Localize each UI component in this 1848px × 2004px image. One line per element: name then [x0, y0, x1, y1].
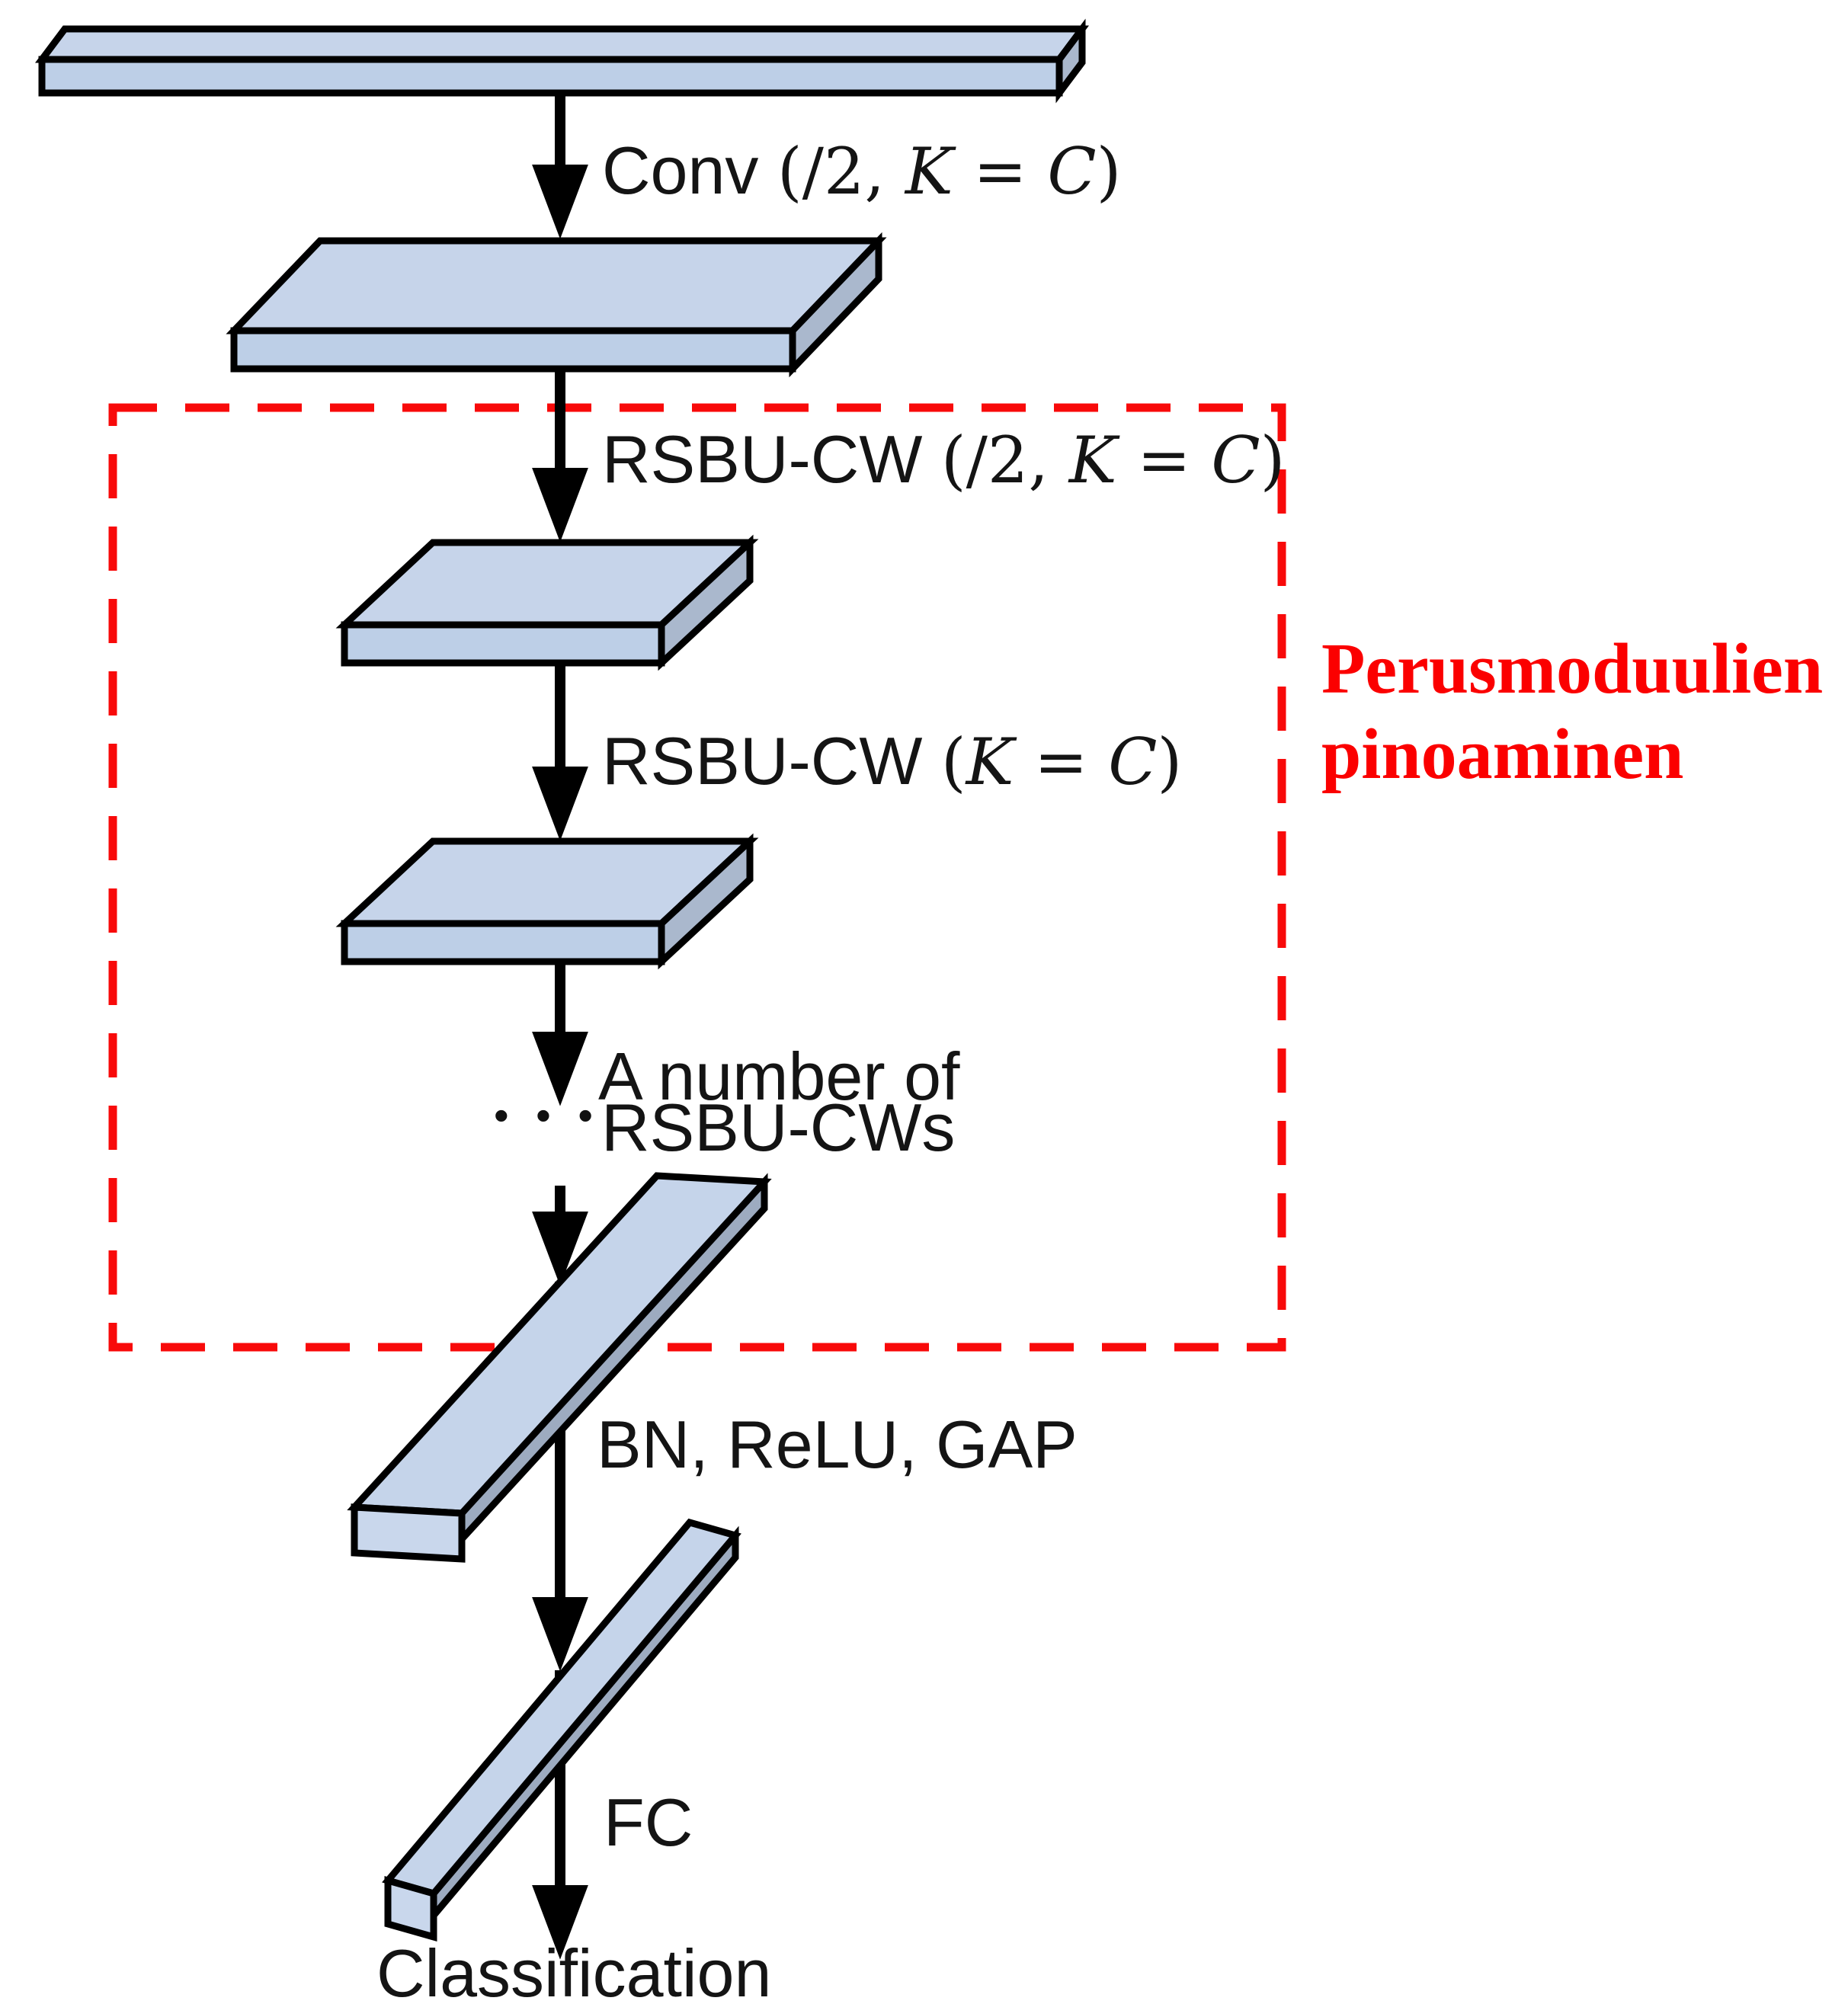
- stack-count-label-line2: RSBU-CWs: [601, 1094, 955, 1161]
- rsbu-cw-downsample-label-open: (/2,: [940, 423, 1069, 498]
- stacking-note-line2: pinoaminen: [1321, 715, 1684, 794]
- conv-label-k: K: [905, 134, 953, 209]
- stack-continue-arrow: [532, 963, 588, 1106]
- conv-arrow: [532, 91, 588, 239]
- classification-label-text: Classification: [376, 1935, 772, 2004]
- ellipsis-dots: • • •: [494, 1094, 601, 1137]
- bn-relu-gap-arrowhead-icon: [532, 1597, 588, 1672]
- stack-continue-arrowhead-icon: [532, 1032, 588, 1106]
- stack-count-label-line2-text: RSBU-CWs: [601, 1090, 956, 1165]
- conv-label-name: Conv: [602, 133, 777, 208]
- rsbu-cw-label-close: ): [1157, 725, 1183, 799]
- rsbu-cw-downsample-arrowhead-icon: [532, 468, 588, 543]
- stacking-note-line1: Perusmoduulien: [1321, 629, 1824, 709]
- conv-output-slab-front-face: [230, 327, 796, 373]
- basic-module-stacking-box: [108, 403, 1286, 1352]
- conv-label-open: (/2,: [777, 134, 905, 209]
- bn-relu-gap-label: BN, ReLU, GAP: [597, 1411, 1078, 1478]
- conv-label-close: ): [1096, 134, 1122, 209]
- fc-label-text: FC: [604, 1785, 693, 1860]
- rsbu-cw-label-k: K: [966, 725, 1014, 799]
- rsbu-cw-downsample-label: RSBU-CW (/2, K = C): [602, 426, 1285, 493]
- fc-arrowhead-icon: [532, 1885, 588, 1960]
- rsbu-cw-downsample-label-close: ): [1260, 423, 1286, 498]
- fc-input-beam-end-face: [384, 1876, 437, 1942]
- stack-count-label-line1: A number of: [598, 1043, 960, 1110]
- rsbu-cw-downsample-output-slab-front-face: [341, 621, 665, 667]
- to-gap-arrowhead-icon: [532, 1212, 588, 1286]
- rsbu-cw-arrow: [532, 664, 588, 841]
- bn-relu-gap-label-text: BN, ReLU, GAP: [597, 1407, 1078, 1482]
- rsbu-cw-label-eq: =: [1014, 725, 1109, 799]
- rsbu-cw-output-slab: [335, 833, 759, 970]
- stacking-note: Perusmoduulien pinoaminen: [1321, 626, 1823, 797]
- conv-output-slab-top-face: [226, 237, 887, 335]
- rsbu-cw-label: RSBU-CW (K = C): [602, 728, 1182, 795]
- rsbu-cw-label-name: RSBU-CW: [602, 723, 941, 799]
- conv-output-slab: [226, 232, 887, 378]
- conv-label: Conv (/2, K = C): [602, 137, 1121, 204]
- conv-label-eq: =: [953, 134, 1048, 209]
- rsbu-cw-downsample-label-k: K: [1068, 423, 1117, 498]
- rsbu-cw-output-slab-front-face: [341, 920, 665, 965]
- classification-label: Classification: [376, 1940, 771, 2004]
- input-signal-bar-top-face: [35, 25, 1089, 63]
- conv-label-c: C: [1047, 134, 1097, 209]
- stack-count-label-line1-text: A number of: [598, 1039, 960, 1114]
- rsbu-cw-downsample-arrow: [532, 370, 588, 543]
- input-signal-bar-front-face: [38, 56, 1063, 97]
- conv-arrowhead-icon: [532, 165, 588, 239]
- rsbu-cw-label-open: (: [940, 725, 966, 799]
- rsbu-cw-downsample-label-c: C: [1211, 423, 1260, 498]
- input-signal-bar: [35, 18, 1089, 104]
- to-gap-arrow: [532, 1186, 588, 1286]
- gap-input-beam: [347, 1172, 772, 1563]
- rsbu-cw-arrowhead-icon: [532, 767, 588, 841]
- gap-input-beam-end-face: [351, 1503, 466, 1563]
- rsbu-cw-downsample-label-eq: =: [1116, 423, 1212, 498]
- rsbu-cw-downsample-output-slab: [335, 534, 759, 671]
- fc-input-beam: [382, 1518, 741, 1942]
- rsbu-cw-label-c: C: [1108, 725, 1158, 799]
- rsbu-cw-downsample-label-name: RSBU-CW: [602, 421, 941, 497]
- ellipsis-dots-text: • • •: [494, 1091, 601, 1139]
- fc-label: FC: [604, 1789, 693, 1856]
